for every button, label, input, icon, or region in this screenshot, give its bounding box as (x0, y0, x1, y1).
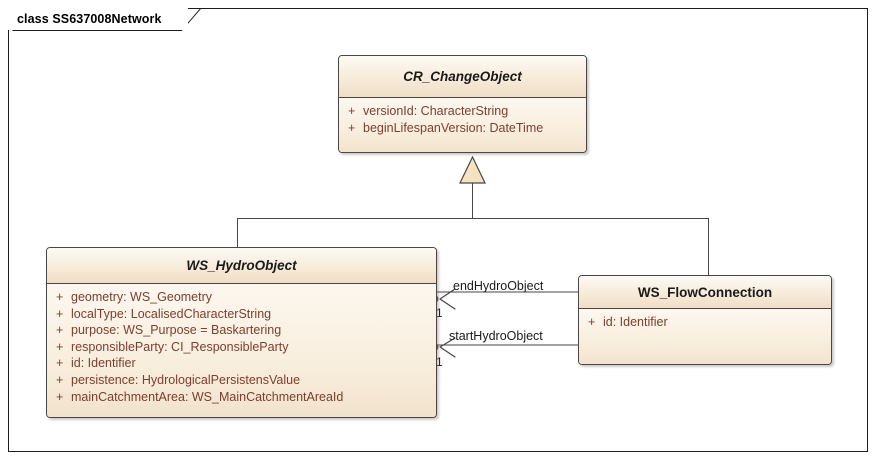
association-multiplicity-start-hydro-object: 1 (436, 355, 443, 369)
class-attributes-ws-hydroobject: + geometry: WS_Geometry + localType: Loc… (47, 284, 436, 417)
attribute-visibility: + (56, 323, 64, 338)
class-box-ws-flowconnection[interactable]: WS_FlowConnection + id: Identifier (578, 275, 832, 365)
attribute-visibility: + (56, 339, 64, 354)
attribute-row: + responsibleParty: CI_ResponsibleParty (47, 339, 436, 356)
attribute-visibility: + (56, 290, 64, 304)
generalization-branch-hydroobject (237, 218, 238, 248)
class-box-ws-hydroobject[interactable]: WS_HydroObject + geometry: WS_Geometry +… (46, 247, 437, 418)
attribute-row: + localType: LocalisedCharacterString (47, 306, 436, 323)
attribute-row: + purpose: WS_Purpose = Baskartering (47, 322, 436, 339)
class-title-ws-hydroobject: WS_HydroObject (47, 248, 436, 284)
attribute-signature: persistence: HydrologicalPersistensValue (71, 372, 301, 387)
attribute-row: + versionId: CharacterString (339, 103, 586, 120)
attribute-signature: geometry: WS_Geometry (71, 290, 213, 304)
attribute-visibility: + (348, 120, 356, 135)
attribute-visibility: + (588, 315, 596, 329)
generalization-stem (472, 182, 473, 219)
attribute-row: + beginLifespanVersion: DateTime (339, 120, 586, 137)
attribute-signature: id: Identifier (71, 356, 136, 371)
attribute-signature: responsibleParty: CI_ResponsibleParty (71, 339, 289, 354)
attribute-visibility: + (56, 306, 64, 321)
attribute-row: + id: Identifier (47, 355, 436, 372)
attribute-visibility: + (56, 372, 64, 387)
attribute-row: + persistence: HydrologicalPersistensVal… (47, 372, 436, 389)
attribute-signature: mainCatchmentArea: WS_MainCatchmentAreaI… (71, 389, 344, 404)
association-label-start-hydro-object: startHydroObject (449, 329, 543, 343)
attribute-row: + geometry: WS_Geometry (47, 289, 436, 306)
attribute-signature: id: Identifier (603, 315, 668, 329)
attribute-signature: beginLifespanVersion: DateTime (363, 120, 544, 135)
attribute-row: + mainCatchmentArea: WS_MainCatchmentAre… (47, 389, 436, 406)
association-multiplicity-end-hydro-object: 1 (436, 306, 443, 320)
frame-title-tab: class SS637008Network (8, 8, 188, 30)
generalization-fork-bar (237, 218, 709, 219)
generalization-branch-flowconnection (708, 218, 709, 276)
attribute-signature: purpose: WS_Purpose = Baskartering (71, 323, 282, 338)
attribute-visibility: + (56, 389, 64, 404)
attribute-row: + id: Identifier (579, 314, 831, 331)
attribute-visibility: + (348, 104, 356, 118)
class-box-cr-changeobject[interactable]: CR_ChangeObject + versionId: CharacterSt… (338, 55, 587, 153)
class-title-ws-flowconnection: WS_FlowConnection (579, 276, 831, 309)
attribute-visibility: + (56, 356, 64, 371)
attribute-signature: localType: LocalisedCharacterString (71, 306, 272, 321)
association-label-end-hydro-object: endHydroObject (453, 279, 544, 293)
frame-title-label: class SS637008Network (17, 12, 162, 26)
diagram-frame (8, 8, 868, 452)
class-attributes-cr-changeobject: + versionId: CharacterString + beginLife… (339, 98, 586, 152)
class-attributes-ws-flowconnection: + id: Identifier (579, 309, 831, 364)
class-title-cr-changeobject: CR_ChangeObject (339, 56, 586, 98)
attribute-signature: versionId: CharacterString (363, 104, 509, 118)
